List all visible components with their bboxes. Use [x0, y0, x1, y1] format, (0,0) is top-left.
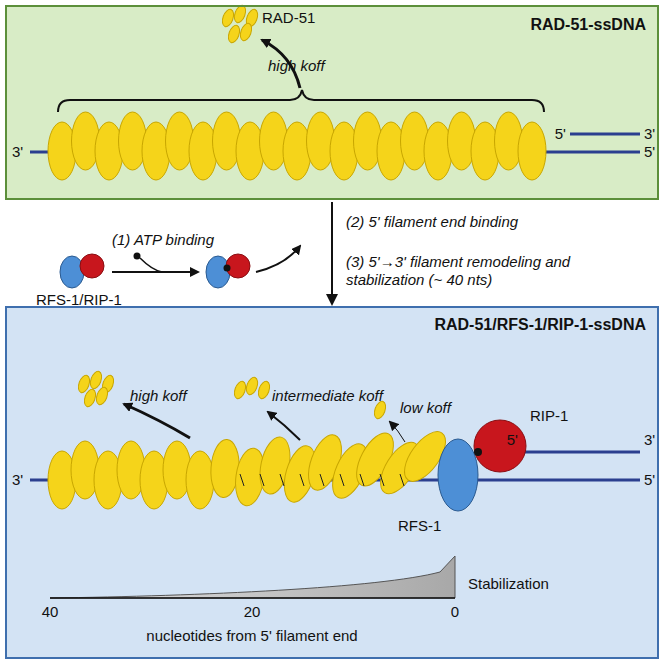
rate-label: intermediate koff: [272, 387, 383, 405]
axis-tick: 40: [42, 603, 59, 621]
protein-label: RAD-51: [262, 9, 315, 27]
panel-title: RAD-51/RFS-1/RIP-1-ssDNA: [434, 316, 646, 334]
complex-to-filament-arrow: [256, 246, 300, 272]
released-rad51-bottom: [76, 370, 388, 420]
filament-bracket: [58, 90, 544, 112]
rfs1-rip1-bound: [438, 420, 526, 511]
step-label: (3) 5'→3' filament remodeling and stabil…: [346, 253, 596, 289]
panel-title: RAD-51-ssDNA: [530, 16, 646, 34]
panel: RAD-51-ssDNA: [5, 5, 659, 200]
rate-label: high koff: [130, 387, 187, 405]
rad51-filament-bottom: [48, 425, 453, 509]
strand-end: 5': [644, 471, 655, 489]
step-label: (1) ATP binding: [112, 231, 214, 249]
strand-end: 5': [644, 143, 655, 161]
strand-end: 3': [12, 143, 23, 161]
rfs1-rip1-atp: [206, 254, 250, 288]
released-rad51-top: [220, 4, 260, 44]
strand-end: 5': [507, 431, 518, 449]
process-arrow: [331, 202, 333, 304]
release-arrow-intermediate: [268, 412, 300, 440]
protein-label: RFS-1: [398, 517, 441, 535]
release-arrow-high: [124, 404, 190, 438]
panel: RAD-51/RFS-1/RIP-1-ssDNA: [5, 306, 659, 659]
axis-tick: 20: [244, 603, 261, 621]
strand-end: 5': [555, 125, 566, 143]
atp-dot: [134, 253, 141, 260]
release-arrow-low: [390, 422, 405, 442]
strand-end: 3': [644, 125, 655, 143]
green-panel-ground: [5, 5, 659, 200]
blue-panel-ground: [5, 306, 659, 659]
stabilization-profile: [50, 556, 455, 598]
complex-label: RFS-1/RIP-1: [36, 291, 122, 309]
rate-label: low koff: [400, 399, 451, 417]
atp-arrow: [112, 271, 198, 273]
rad51-filament-top: [48, 112, 546, 180]
axis-line: [50, 597, 455, 599]
axis-title: Stabilization: [468, 575, 549, 593]
axis-tick: 0: [451, 603, 459, 621]
protein-label: RIP-1: [530, 407, 568, 425]
step-label: (2) 5' filament end binding: [346, 213, 518, 231]
atp-bind-arrow: [140, 258, 162, 272]
axis-title: nucleotides from 5' filament end: [146, 627, 357, 645]
strand-end: 3': [12, 471, 23, 489]
rate-label: high koff: [268, 57, 325, 75]
strand-end: 3': [644, 431, 655, 449]
rfs1-rip1-free: [60, 254, 104, 288]
